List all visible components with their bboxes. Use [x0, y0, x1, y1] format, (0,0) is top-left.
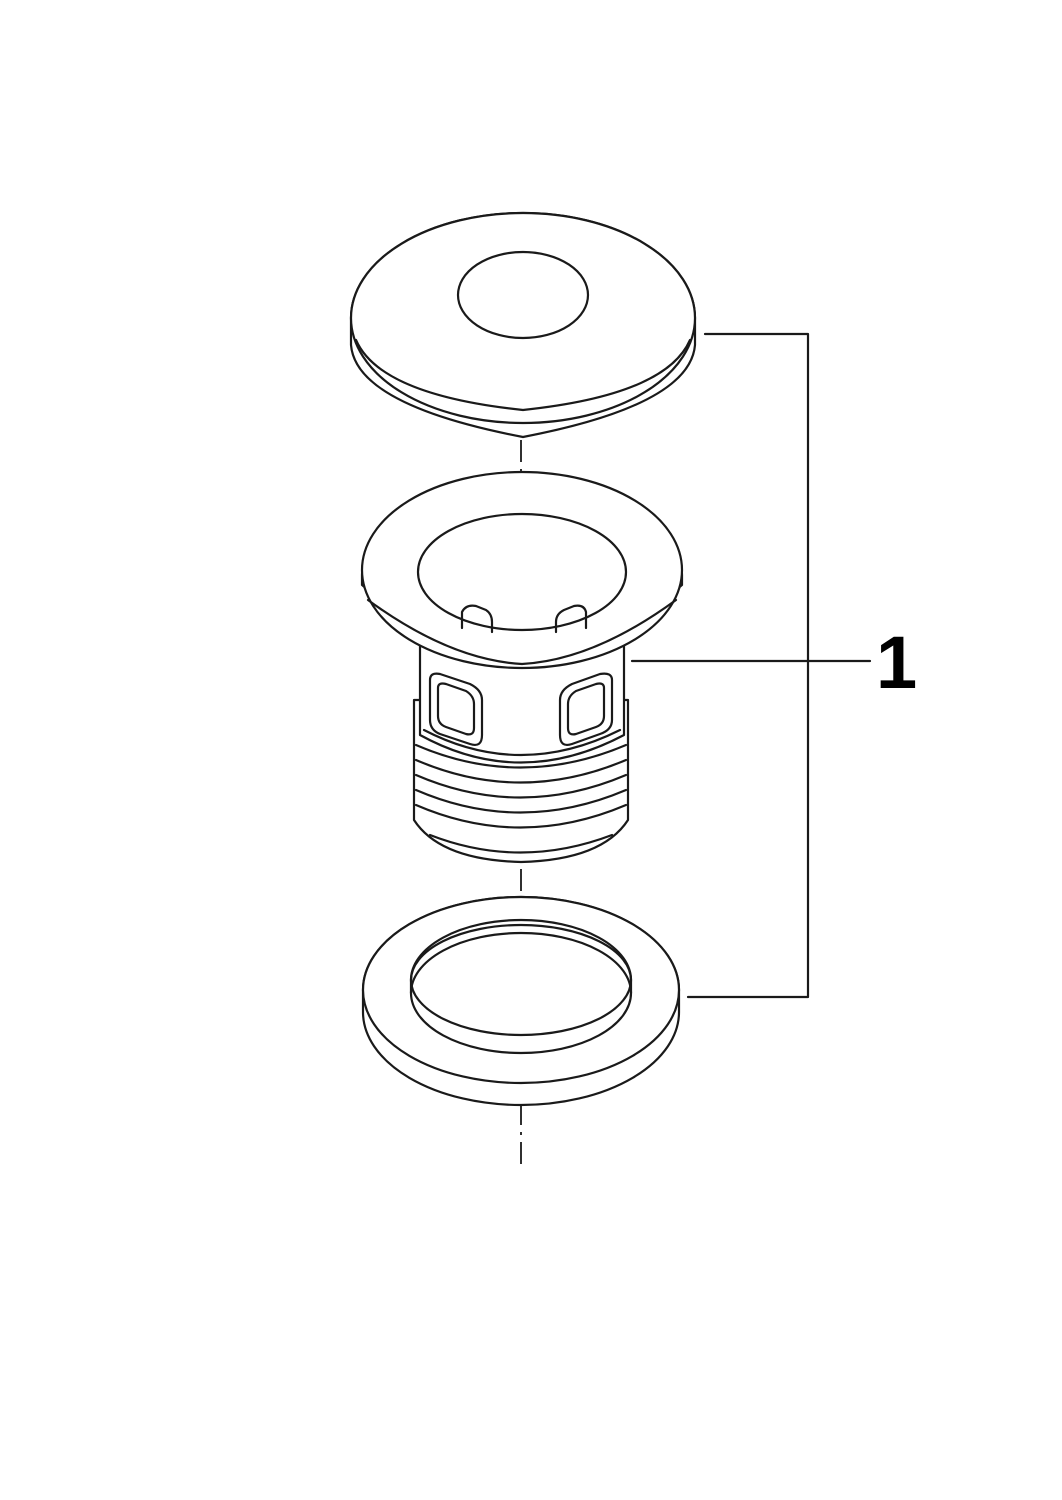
callout-bracket: [630, 332, 872, 999]
sealing-washer-icon: [361, 895, 681, 1107]
threaded-body-icon: [412, 643, 630, 864]
drain-flange-icon: [360, 470, 684, 670]
cap-icon: [349, 211, 697, 439]
callout-label: 1: [876, 621, 917, 704]
